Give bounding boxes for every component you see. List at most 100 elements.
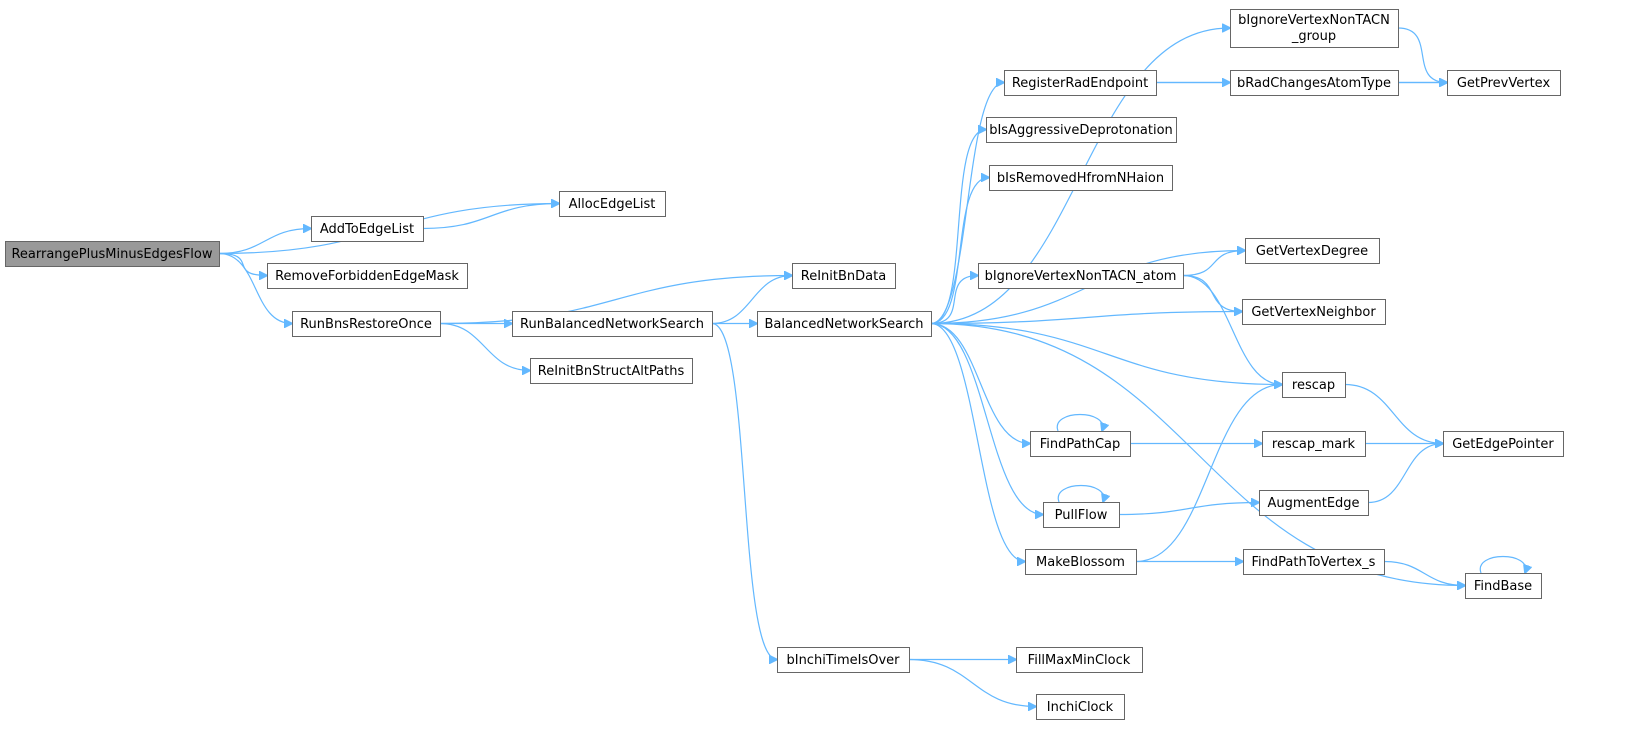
node-fill-max-min-clock[interactable]: FillMaxMinClock <box>1016 647 1143 673</box>
edge-b-ignore-vertex-non-tacn-group-to-get-prev-vertex <box>1397 27 1447 83</box>
node-rescap[interactable]: rescap <box>1282 372 1346 398</box>
node-box <box>1043 502 1120 528</box>
node-b-ignore-vertex-non-tacn-group[interactable]: bIgnoreVertexNonTACN_group <box>1230 9 1399 48</box>
node-get-vertex-degree[interactable]: GetVertexDegree <box>1245 238 1380 264</box>
node-label: RunBnsRestoreOnce <box>300 317 432 332</box>
node-inchi-clock[interactable]: InchiClock <box>1036 694 1125 720</box>
edge-run-balanced-network-search-to-re-init-bn-data <box>711 276 792 325</box>
node-label: RemoveForbiddenEdgeMask <box>275 269 459 284</box>
node-augment-edge[interactable]: AugmentEdge <box>1259 490 1369 516</box>
node-label: ReInitBnData <box>801 269 886 284</box>
node-box <box>1242 299 1386 325</box>
node-box <box>757 311 932 337</box>
edge-balanced-network-search-to-find-path-cap <box>930 322 1030 444</box>
edge-balanced-network-search-to-b-is-removed-hfrom-nhaion <box>930 178 989 325</box>
node-box <box>989 165 1173 191</box>
node-label: RegisterRadEndpoint <box>1012 76 1148 91</box>
node-b-ignore-vertex-non-tacn-atom[interactable]: bIgnoreVertexNonTACN_atom <box>978 263 1184 289</box>
node-box <box>978 263 1184 289</box>
node-b-is-removed-hfrom-nhaion[interactable]: bIsRemovedHfromNHaion <box>989 165 1173 191</box>
edge-add-to-edge-list-to-alloc-edge-list <box>422 204 559 230</box>
node-make-blossom[interactable]: MakeBlossom <box>1025 549 1137 575</box>
node-label: FindPathCap <box>1040 437 1121 452</box>
node-label: bInchiTimeIsOver <box>786 653 900 668</box>
node-box <box>1036 694 1125 720</box>
edge-balanced-network-search-to-pull-flow <box>930 322 1043 515</box>
edge-b-ignore-vertex-non-tacn-atom-to-rescap <box>1182 274 1282 385</box>
node-box <box>530 358 693 384</box>
node-label: rescap <box>1292 378 1335 393</box>
node-box <box>792 263 896 289</box>
node-label: bIsAggressiveDeprotonation <box>989 123 1173 138</box>
edge-balanced-network-search-to-rescap <box>930 322 1282 385</box>
node-b-inchi-time-is-over[interactable]: bInchiTimeIsOver <box>777 647 910 673</box>
node-alloc-edge-list[interactable]: AllocEdgeList <box>559 191 666 217</box>
node-get-prev-vertex[interactable]: GetPrevVertex <box>1447 70 1561 96</box>
node-box <box>1230 70 1399 96</box>
node-label: AddToEdgeList <box>320 222 414 237</box>
node-label: GetEdgePointer <box>1452 437 1554 452</box>
node-label: GetVertexNeighbor <box>1251 305 1376 320</box>
node-find-path-to-vertex-s[interactable]: FindPathToVertex_s <box>1243 549 1385 575</box>
node-re-init-bn-data[interactable]: ReInitBnData <box>792 263 896 289</box>
node-box <box>986 117 1177 143</box>
node-label: bIgnoreVertexNonTACN_atom <box>985 269 1177 284</box>
node-rescap-mark[interactable]: rescap_mark <box>1262 431 1366 457</box>
node-add-to-edge-list[interactable]: AddToEdgeList <box>311 216 424 242</box>
node-remove-forbidden-edge-mask[interactable]: RemoveForbiddenEdgeMask <box>267 263 468 289</box>
node-pull-flow[interactable]: PullFlow <box>1043 502 1120 528</box>
node-get-vertex-neighbor[interactable]: GetVertexNeighbor <box>1242 299 1386 325</box>
node-run-bns-restore-once[interactable]: RunBnsRestoreOnce <box>292 311 441 337</box>
node-label: FindPathToVertex_s <box>1252 555 1376 570</box>
node-box <box>1245 238 1380 264</box>
node-box <box>1016 647 1143 673</box>
node-b-is-aggressive-deprotonation[interactable]: bIsAggressiveDeprotonation <box>986 117 1177 143</box>
edge-balanced-network-search-to-find-base <box>930 322 1465 586</box>
edge-run-bns-restore-once-to-re-init-bn-data <box>439 276 792 325</box>
edge-balanced-network-search-to-get-vertex-neighbor <box>930 312 1242 325</box>
node-label: AllocEdgeList <box>569 197 656 212</box>
node-box <box>5 241 220 267</box>
node-label: FindBase <box>1474 579 1532 594</box>
node-label: GetPrevVertex <box>1457 76 1551 91</box>
node-box <box>311 216 424 242</box>
edge-b-ignore-vertex-non-tacn-atom-to-get-vertex-degree <box>1182 251 1245 277</box>
node-label: RearrangePlusMinusEdgesFlow <box>11 247 212 262</box>
node-get-edge-pointer[interactable]: GetEdgePointer <box>1443 431 1564 457</box>
edge-rescap-to-get-edge-pointer <box>1344 383 1443 444</box>
edge-run-bns-restore-once-to-re-init-bn-struct-alt-paths <box>439 322 530 371</box>
edge-balanced-network-search-to-make-blossom <box>930 322 1025 562</box>
node-box <box>1262 431 1366 457</box>
edge-find-base-to-find-base <box>1479 556 1525 574</box>
node-label: BalancedNetworkSearch <box>764 317 923 332</box>
node-find-base[interactable]: FindBase <box>1465 573 1542 599</box>
node-box <box>559 191 666 217</box>
edge-balanced-network-search-to-b-is-aggressive-deprotonation <box>930 130 986 325</box>
node-run-balanced-network-search[interactable]: RunBalancedNetworkSearch <box>512 311 713 337</box>
node-box <box>1004 70 1157 96</box>
node-box <box>512 311 713 337</box>
node-label: bRadChangesAtomType <box>1237 76 1391 91</box>
edge-augment-edge-to-get-edge-pointer <box>1367 444 1443 504</box>
node-label: ReInitBnStructAltPaths <box>538 364 685 379</box>
node-label: bIgnoreVertexNonTACN_group <box>1238 13 1390 44</box>
node-rearrange-plus-minus-edges-flow[interactable]: RearrangePlusMinusEdgesFlow <box>5 241 220 267</box>
node-box <box>292 311 441 337</box>
node-b-rad-changes-atom-type[interactable]: bRadChangesAtomType <box>1230 70 1399 96</box>
node-label: AugmentEdge <box>1267 496 1359 511</box>
node-label: rescap_mark <box>1272 437 1356 452</box>
edge-find-path-cap-to-find-path-cap <box>1056 414 1102 432</box>
node-label: InchiClock <box>1047 700 1114 715</box>
node-box <box>1243 549 1385 575</box>
node-box <box>1230 9 1399 48</box>
node-box <box>1025 549 1137 575</box>
edge-b-inchi-time-is-over-to-inchi-clock <box>908 658 1036 707</box>
node-label: GetVertexDegree <box>1256 244 1368 259</box>
node-box <box>777 647 910 673</box>
node-balanced-network-search[interactable]: BalancedNetworkSearch <box>757 311 932 337</box>
node-re-init-bn-struct-alt-paths[interactable]: ReInitBnStructAltPaths <box>530 358 693 384</box>
node-register-rad-endpoint[interactable]: RegisterRadEndpoint <box>1004 70 1157 96</box>
edge-rearrange-plus-minus-edges-flow-to-add-to-edge-list <box>218 229 311 255</box>
node-find-path-cap[interactable]: FindPathCap <box>1030 431 1131 457</box>
edge-rearrange-plus-minus-edges-flow-to-run-bns-restore-once <box>218 252 292 324</box>
